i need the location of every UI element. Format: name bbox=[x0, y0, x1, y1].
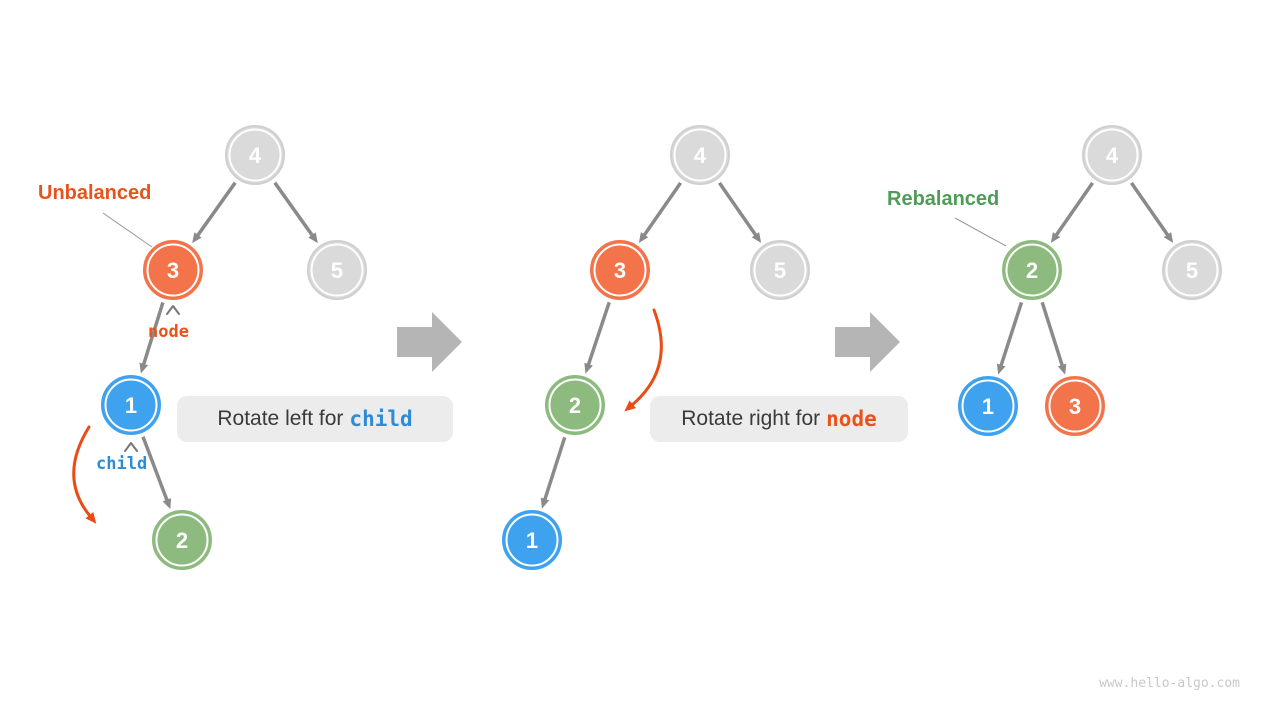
tree-node: 5 bbox=[1162, 240, 1222, 300]
callout-text: Rotate right for bbox=[681, 407, 821, 430]
callout-keyword-node: node bbox=[826, 407, 877, 431]
edge-4-5 bbox=[717, 181, 762, 243]
edge-2-1 bbox=[540, 436, 567, 509]
edge-3-2 bbox=[584, 301, 611, 374]
rotate-left-arrow-icon bbox=[72, 425, 97, 524]
watermark: www.hello-algo.com bbox=[1099, 676, 1240, 691]
node-value: 4 bbox=[694, 143, 707, 168]
child-pointer-label: child bbox=[96, 454, 148, 474]
rotate-right-arrow-icon bbox=[624, 308, 663, 412]
tree-node: 2 bbox=[152, 510, 212, 570]
edge-1-2 bbox=[141, 436, 172, 510]
tree-node: 1 bbox=[958, 376, 1018, 436]
tree-node: 4 bbox=[1082, 125, 1142, 185]
node-value: 1 bbox=[982, 394, 994, 419]
node-value: 5 bbox=[1186, 258, 1198, 283]
edge-4-2 bbox=[1050, 181, 1095, 243]
node-value: 2 bbox=[569, 393, 581, 418]
node-value: 1 bbox=[125, 393, 137, 418]
transition-arrow-icon bbox=[397, 312, 462, 372]
node-value: 5 bbox=[774, 258, 786, 283]
unbalanced-label: Unbalanced bbox=[38, 182, 152, 204]
edge-3-1 bbox=[139, 301, 165, 374]
tree-node: 3 bbox=[590, 240, 650, 300]
edge-2-1 bbox=[996, 301, 1024, 375]
rebalanced-label: Rebalanced bbox=[887, 188, 1000, 210]
child-caret-icon bbox=[124, 442, 138, 452]
tree-node: 2 bbox=[545, 375, 605, 435]
tree-node: 1 bbox=[101, 375, 161, 435]
node-pointer-label: node bbox=[148, 322, 189, 342]
tree-step1: 4 3 5 1 2 bbox=[72, 125, 367, 570]
node-value: 4 bbox=[1106, 143, 1119, 168]
node-value: 2 bbox=[176, 528, 188, 553]
node-value: 5 bbox=[331, 258, 343, 283]
tree-node: 5 bbox=[750, 240, 810, 300]
rotate-right-callout: Rotate right for node bbox=[650, 396, 908, 442]
tree-node: 1 bbox=[502, 510, 562, 570]
edge-4-3 bbox=[192, 181, 237, 244]
node-value: 3 bbox=[167, 258, 179, 283]
node-value: 1 bbox=[526, 528, 538, 553]
transition-arrow-icon bbox=[835, 312, 900, 372]
node-value: 3 bbox=[614, 258, 626, 283]
node-value: 4 bbox=[249, 143, 262, 168]
callout-keyword-child: child bbox=[349, 407, 413, 431]
rotate-left-callout: Rotate left for child bbox=[177, 396, 453, 442]
rebalanced-pointer-line bbox=[954, 217, 1007, 247]
node-value: 2 bbox=[1026, 258, 1038, 283]
tree-step2: 4 3 5 2 1 bbox=[502, 125, 810, 570]
unbalanced-pointer-line bbox=[102, 212, 153, 248]
edge-4-5 bbox=[273, 181, 318, 244]
node-caret-icon bbox=[166, 305, 180, 315]
tree-step3: 4 2 5 1 3 bbox=[954, 125, 1222, 436]
tree-node: 4 bbox=[670, 125, 730, 185]
edge-2-3 bbox=[1040, 301, 1067, 375]
tree-node: 3 bbox=[143, 240, 203, 300]
tree-node: 4 bbox=[225, 125, 285, 185]
tree-node: 3 bbox=[1045, 376, 1105, 436]
callout-text: Rotate left for bbox=[217, 407, 344, 430]
edge-4-3 bbox=[638, 181, 683, 243]
tree-node: 5 bbox=[307, 240, 367, 300]
edge-4-5 bbox=[1129, 181, 1174, 243]
node-value: 3 bbox=[1069, 394, 1081, 419]
tree-node: 2 bbox=[1002, 240, 1062, 300]
